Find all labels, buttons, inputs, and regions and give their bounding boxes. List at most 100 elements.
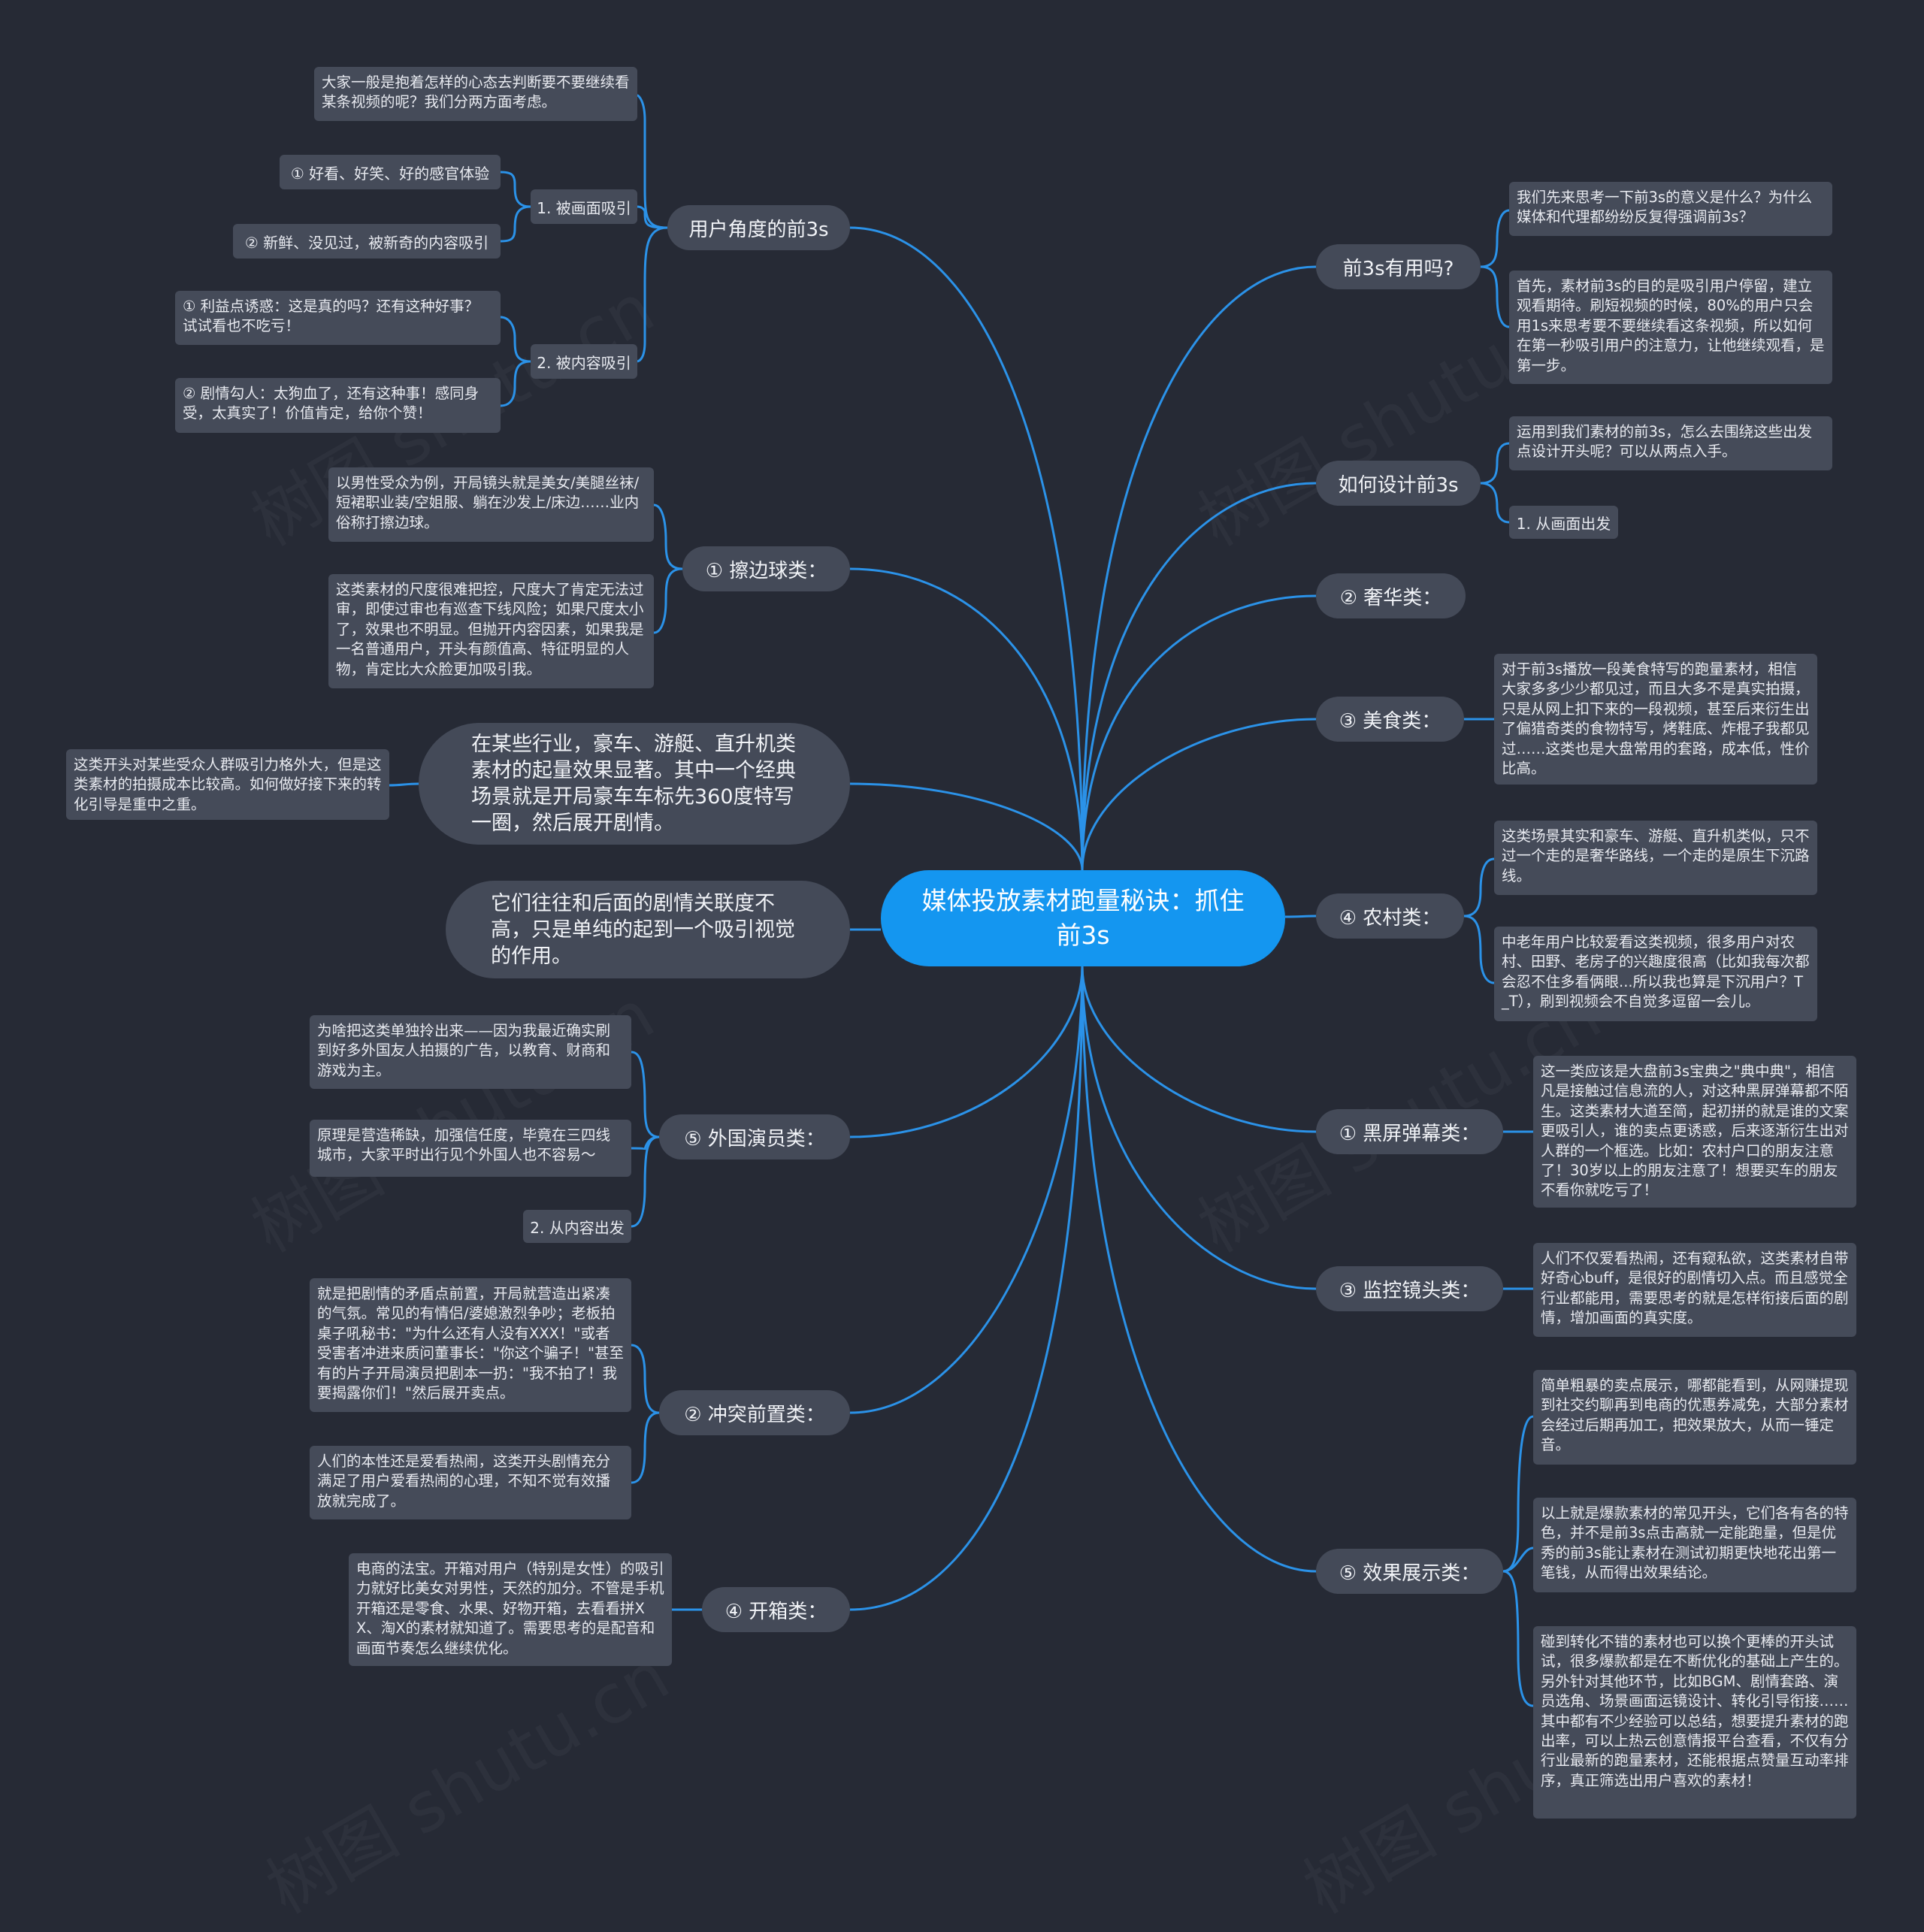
link: [1463, 915, 1495, 984]
leaf-text: ① 好看、好笑、好的感官体验: [290, 164, 490, 183]
link: [389, 782, 419, 787]
leaf-unboxing-1[interactable]: 电商的法宝。开箱对用户（特别是女性）的吸引力就好比美女对男性，天然的加分。不管是…: [349, 1553, 672, 1666]
link: [637, 226, 668, 363]
link: [1081, 966, 1317, 1133]
leaf-picture-2[interactable]: ② 新鲜、没见过，被新奇的内容吸引: [233, 224, 501, 259]
link: [1081, 482, 1317, 871]
topic-label: 用户角度的前3s: [688, 218, 829, 241]
leaf-useful-1[interactable]: 我们先来思考一下前3s的意义是什么？为什么媒体和代理都纷纷反复得强调前3s？: [1509, 182, 1832, 236]
leaf-text: ② 新鲜、没见过，被新奇的内容吸引: [244, 233, 489, 252]
topic-label: ⑤ 外国演员类：: [684, 1127, 825, 1150]
link: [1480, 482, 1510, 524]
link: [653, 503, 683, 570]
link: [1502, 1547, 1534, 1573]
leaf-rural-1[interactable]: 这类场景其实和豪车、游艇、直升机类似，只不过一个走的是奢华路线，一个走的是原生下…: [1494, 821, 1817, 895]
link: [653, 567, 683, 634]
leaf-food-1[interactable]: 对于前3s播放一段美食特写的跑量素材，相信大家多多少少都见过，而且大多不是真实拍…: [1494, 654, 1817, 785]
leaf-luxury-note[interactable]: 这类开头对某些受众人群吸引力格外大，但是这类素材的拍摄成本比较高。如何做好接下来…: [66, 749, 389, 820]
subtopic-from-picture[interactable]: 1. 从画面出发: [1509, 506, 1618, 539]
topic-black-screen[interactable]: ① 黑屏弹幕类：: [1316, 1109, 1503, 1154]
link: [849, 966, 1084, 1138]
leaf-conflict-2[interactable]: 人们的本性还是爱看热闹，这类开头剧情充分满足了用户爱看热闹的心理，不知不觉有效播…: [310, 1446, 631, 1519]
leaf-design-1[interactable]: 运用到我们素材的前3s，怎么去围绕这些出发点设计开头呢？可以从两点入手。: [1509, 416, 1832, 470]
topic-label: ③ 美食类：: [1339, 709, 1441, 733]
topic-label: ④ 农村类：: [1339, 906, 1441, 930]
topic-luxury[interactable]: ② 奢华类：: [1316, 573, 1466, 618]
topic-label: 前3s有用吗?: [1342, 257, 1454, 280]
topic-effect[interactable]: ⑤ 效果展示类：: [1316, 1549, 1503, 1594]
leaf-useful-2[interactable]: 首先，素材前3s的目的是吸引用户停留，建立观看期待。刷短视频的时候，80%的用户…: [1509, 271, 1832, 384]
subtopic-label: 2. 从内容出发: [530, 1218, 625, 1237]
topic-useful[interactable]: 前3s有用吗?: [1316, 244, 1481, 289]
leaf-conflict-1[interactable]: 就是把剧情的矛盾点前置，开局就营造出紧凑的气氛。常见的有情侣/婆媳激烈争吵；老板…: [310, 1278, 631, 1412]
leaf-effect-1[interactable]: 简单粗暴的卖点展示，哪都能看到，从网赚提现到社交约聊再到电商的优惠券减免，大部分…: [1533, 1370, 1856, 1465]
topic-edge-ball[interactable]: ① 擦边球类：: [682, 546, 850, 591]
link: [500, 360, 531, 407]
leaf-edge-ball-2[interactable]: 这类素材的尺度很难把控，尺度大了肯定无法过审，即使过审也有巡查下线风险；如果尺度…: [328, 574, 654, 688]
subtopic-from-content[interactable]: 2. 从内容出发: [523, 1210, 631, 1243]
leaf-content-1[interactable]: ① 利益点诱惑：这是真的吗？还有这种好事？试试看也不吃亏！: [175, 291, 501, 345]
subtopic-label: 2. 被内容吸引: [537, 353, 631, 372]
leaf-content-2[interactable]: ② 剧情勾人：太狗血了，还有这种事！感同身受，太真实了！价值肯定，给你个赞！: [175, 378, 501, 433]
connector-lines: [389, 94, 1534, 1707]
topic-visual-note[interactable]: 它们往往和后面的剧情关联度不高，只是单纯的起到一个吸引视觉的作用。: [446, 881, 850, 978]
mind-map-canvas: 树图 shutu.cn 树图 shutu.cn 树图 shutu.cn 树图 s…: [66, 67, 1856, 1819]
link: [631, 1411, 660, 1484]
topic-label: ③ 监控镜头类：: [1339, 1279, 1481, 1302]
topic-luxury-detail[interactable]: 在某些行业，豪车、游艇、直升机类素材的起量效果显著。其中一个经典场景就是开局豪车…: [419, 723, 850, 845]
subtopic-label: 1. 被画面吸引: [537, 198, 631, 217]
link: [849, 226, 1084, 871]
subtopic-content[interactable]: 2. 被内容吸引: [531, 344, 637, 379]
link: [500, 171, 531, 208]
link: [849, 782, 1084, 871]
topic-unboxing[interactable]: ④ 开箱类：: [702, 1587, 850, 1632]
root-topic[interactable]: 媒体投放素材跑量秘诀：抓住前3s: [881, 870, 1285, 966]
topic-design[interactable]: 如何设计前3s: [1316, 461, 1481, 506]
leaf-black-screen-1[interactable]: 这一类应该是大盘前3s宝典之"典中典"，相信凡是接触过信息流的人，对这种黑屏弹幕…: [1533, 1056, 1856, 1208]
topic-label: ① 擦边球类：: [705, 559, 827, 582]
topic-foreign-actor[interactable]: ⑤ 外国演员类：: [659, 1114, 850, 1160]
topic-label: 如何设计前3s: [1338, 473, 1459, 497]
topic-label: ⑤ 效果展示类：: [1339, 1562, 1481, 1585]
subtopic-label: 1. 从画面出发: [1516, 514, 1611, 533]
link: [1081, 966, 1317, 1290]
leaf-user-angle-intro[interactable]: 大家一般是抱着怎样的心态去判断要不要继续看某条视频的呢？我们分两方面考虑。: [314, 67, 637, 121]
link: [1081, 265, 1317, 871]
leaf-effect-3[interactable]: 碰到转化不错的素材也可以换个更棒的开头试试，很多爆款都是在不断优化的基础上产生的…: [1533, 1626, 1856, 1819]
link: [631, 1135, 660, 1228]
link: [1081, 594, 1317, 871]
link: [1463, 857, 1495, 918]
leaf-edge-ball-1[interactable]: 以男性受众为例，开局镜头就是美女/美腿丝袜/短裙职业装/空姐服、躺在沙发上/床边…: [328, 467, 654, 542]
topic-label: ② 奢华类：: [1339, 586, 1442, 609]
link: [1284, 915, 1317, 918]
topic-text: 它们往往和后面的剧情关联度不高，只是单纯的起到一个吸引视觉的作用。: [491, 891, 795, 968]
link: [1502, 1570, 1534, 1707]
leaf-foreign-2[interactable]: 原理是营造稀缺，加强信任度，毕竟在三四线城市，大家平时出行见个外国人也不容易～: [310, 1120, 631, 1177]
leaf-rural-2[interactable]: 中老年用户比较爱看这类视频，很多用户对农村、田野、老房子的兴趣度很高（比如我每次…: [1494, 927, 1817, 1021]
link: [1480, 209, 1510, 268]
topic-food[interactable]: ③ 美食类：: [1316, 697, 1464, 742]
link: [637, 94, 668, 229]
topic-label: ① 黑屏弹幕类：: [1339, 1122, 1481, 1145]
subtopic-picture[interactable]: 1. 被画面吸引: [531, 189, 637, 224]
leaf-surveillance-1[interactable]: 人们不仅爱看热闹，还有窥私欲，这类素材自带好奇心buff，是很好的剧情切入点。而…: [1533, 1243, 1856, 1337]
leaf-picture-1[interactable]: ① 好看、好笑、好的感官体验: [280, 155, 501, 189]
topic-label: ② 冲突前置类：: [684, 1403, 825, 1426]
link: [849, 966, 1084, 1414]
topic-surveillance[interactable]: ③ 监控镜头类：: [1316, 1266, 1503, 1311]
leaf-foreign-1[interactable]: 为啥把这类单独拎出来——因为我最近确实刷到好多外国友人拍摄的广告，以教育、财商和…: [310, 1015, 631, 1089]
link: [637, 205, 646, 213]
topic-text: 在某些行业，豪车、游艇、直升机类素材的起量效果显著。其中一个经典场景就是开局豪车…: [471, 733, 796, 835]
topic-rural[interactable]: ④ 农村类：: [1316, 893, 1464, 939]
leaf-effect-2[interactable]: 以上就是爆款素材的常见开头，它们各有各的特色，并不是前3s点击高就一定能跑量，但…: [1533, 1498, 1856, 1592]
link: [1502, 1415, 1534, 1573]
link: [849, 966, 1084, 1611]
link: [500, 205, 531, 243]
topic-conflict[interactable]: ② 冲突前置类：: [659, 1390, 850, 1435]
root-title: 媒体投放素材跑量秘诀：抓住前3s: [921, 886, 1245, 950]
link: [1480, 265, 1510, 328]
link: [631, 1051, 660, 1138]
topic-label: ④ 开箱类：: [725, 1600, 827, 1623]
link: [1480, 442, 1510, 485]
topic-user-angle[interactable]: 用户角度的前3s: [667, 205, 850, 250]
